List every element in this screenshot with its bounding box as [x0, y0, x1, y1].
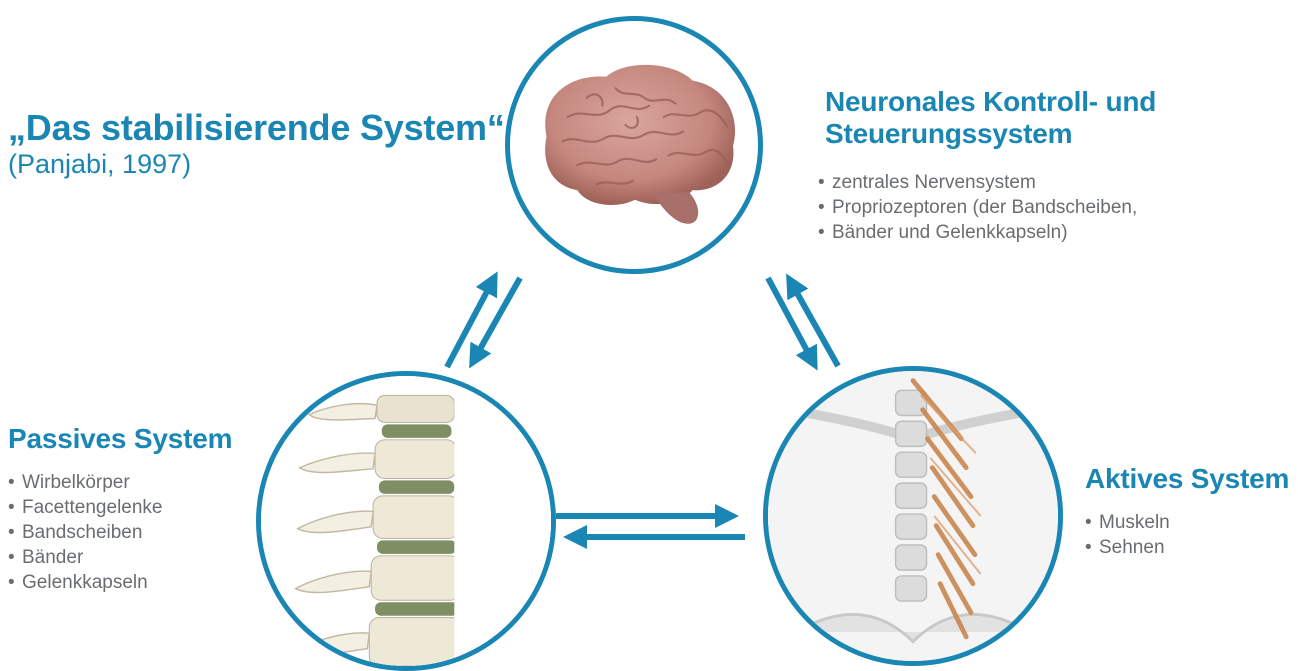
bidirectional-arrows-icon [0, 0, 1298, 648]
arrow-passive-to-neuro [447, 282, 492, 367]
arrow-neuro-to-active [768, 278, 812, 360]
arrow-active-to-neuro [792, 284, 838, 366]
arrow-neuro-to-passive [475, 278, 520, 358]
